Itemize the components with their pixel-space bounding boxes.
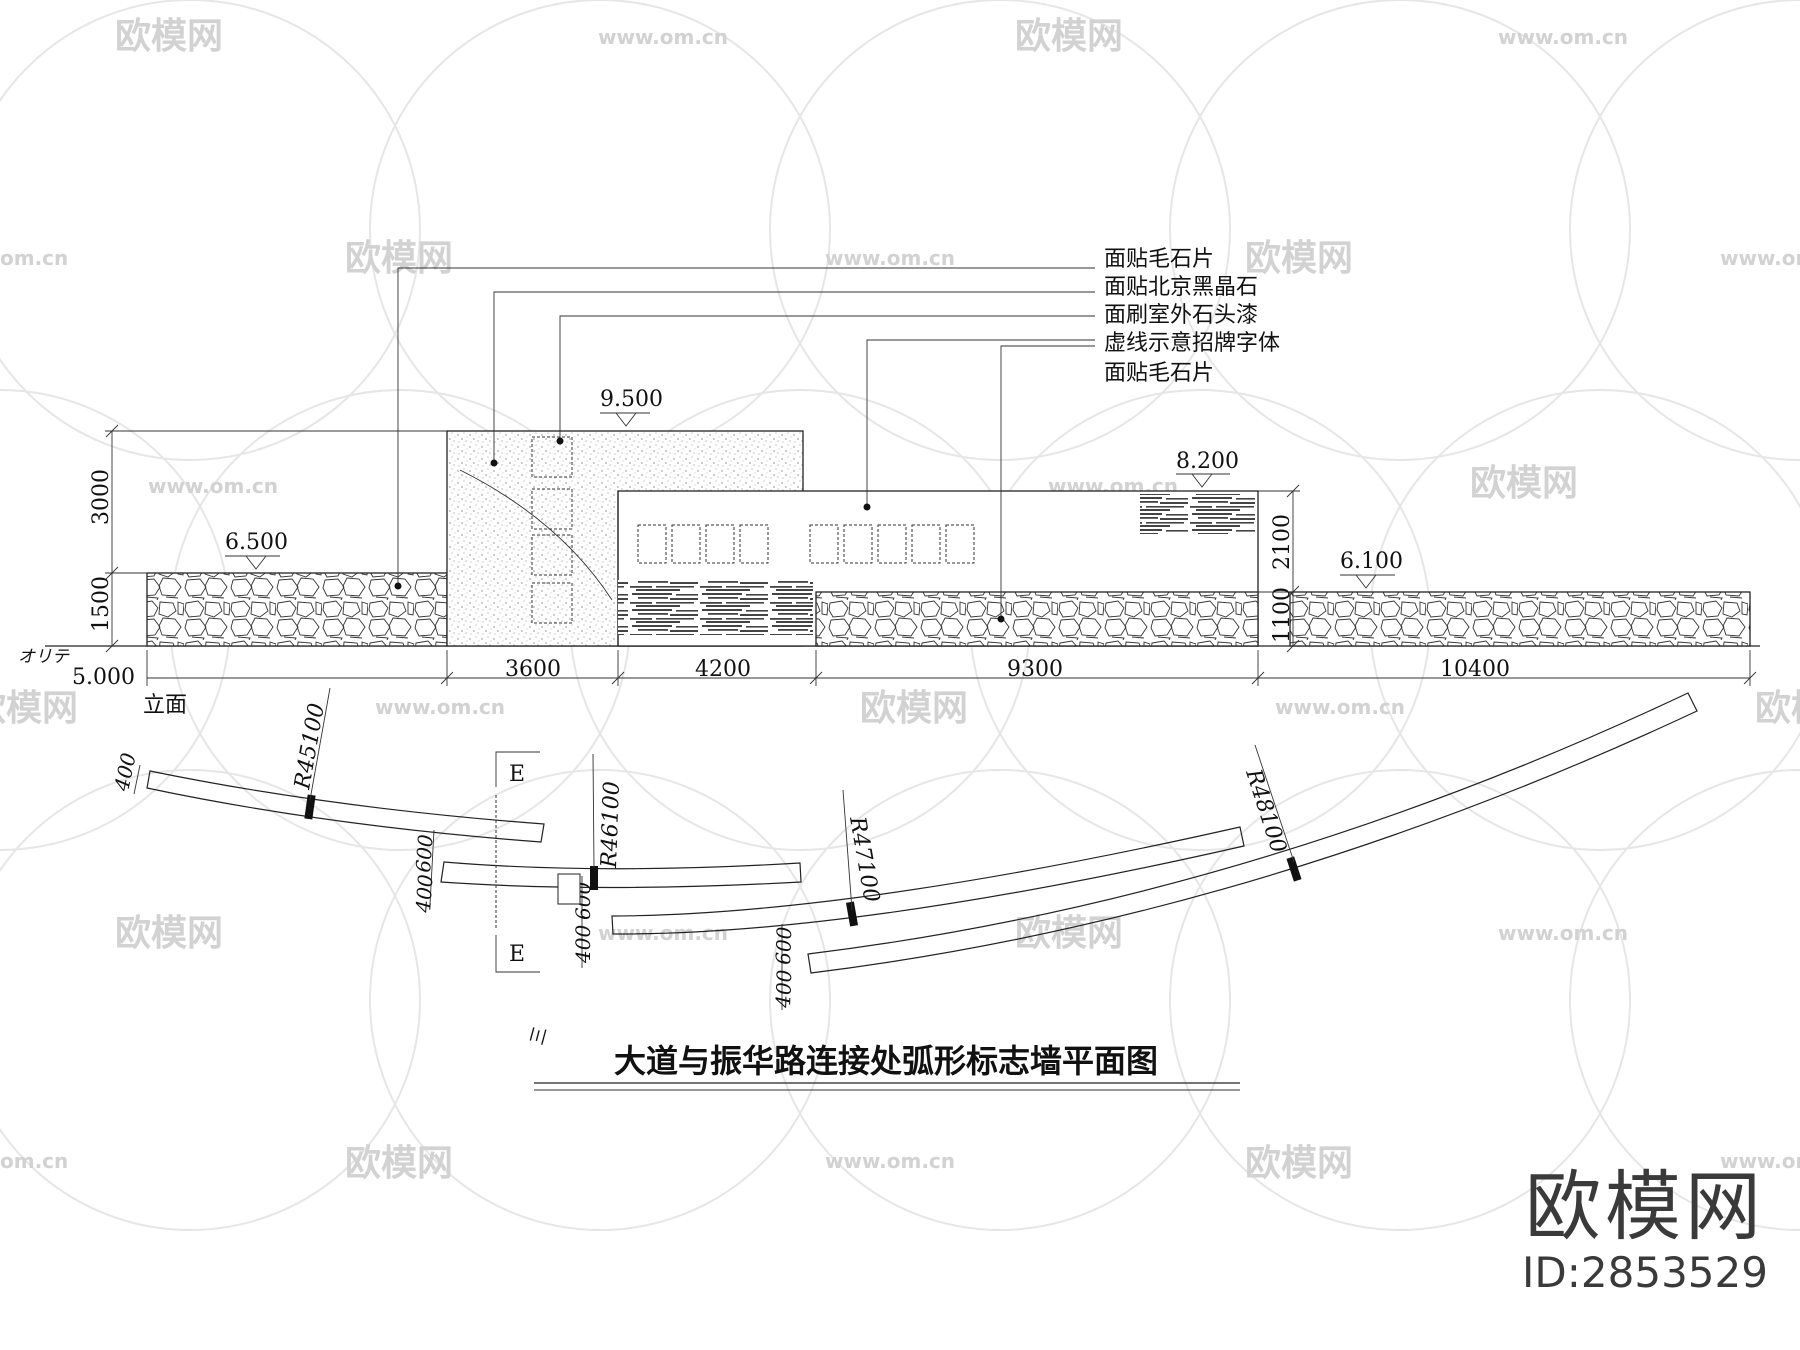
watermark-logo: 欧模网 <box>1245 238 1353 279</box>
watermark-site: om.cn <box>0 1149 68 1173</box>
watermark-site: www.om.cn <box>1720 1149 1800 1173</box>
watermark-logo: 欧模网 <box>345 238 453 279</box>
watermark-logo: 欧模网 <box>0 688 78 729</box>
arc-wall-segment <box>440 861 802 889</box>
level-mark: 6.100 <box>1340 549 1403 589</box>
material-note: 面贴北京黑晶石 <box>1104 275 1258 300</box>
slate-cladding <box>1140 494 1255 534</box>
level-mark: 6.500 <box>225 530 288 570</box>
section-mark: E <box>509 942 525 967</box>
watermark-site: om.cn <box>0 246 68 270</box>
material-note: 虚线示意招牌字体 <box>1104 331 1280 356</box>
left-stone-wall <box>146 572 448 647</box>
section-mark: E <box>509 762 525 787</box>
sign-glyph-box <box>531 488 573 530</box>
watermark-site: www.om.cn <box>1498 25 1628 49</box>
right-stone-wall <box>815 591 1259 647</box>
plan-title: 大道与振华路连接处弧形标志墙平面图 <box>614 1042 1158 1080</box>
vertical-dimension: 2100 <box>1270 514 1295 570</box>
elevation-label: 立面 <box>143 693 187 718</box>
vertical-dimension: 3000 <box>89 469 114 525</box>
far-right-stone-wall <box>1289 591 1751 647</box>
radius-label: R46100 <box>597 781 625 869</box>
watermark-logo: 欧模网 <box>1015 16 1123 57</box>
horizontal-dimension: 4200 <box>695 657 751 682</box>
watermark-logo: 欧模网 <box>860 688 968 729</box>
svg-text:6.500: 6.500 <box>225 530 288 555</box>
watermark-logo: 欧模网 <box>1245 1143 1353 1184</box>
stair-mark: 三 <box>527 1024 552 1047</box>
watermark-site: www.om.cn <box>825 246 955 270</box>
watermark-site: www.om.cn <box>598 25 728 49</box>
radius-label: R48100 <box>1240 765 1291 856</box>
watermark-site: www.om.cn <box>375 695 505 719</box>
svg-text:6.100: 6.100 <box>1340 549 1403 574</box>
level-mark: 9.500 <box>600 387 663 427</box>
watermark-site: www.om.cn <box>1275 695 1405 719</box>
material-note: 面刷室外石头漆 <box>1104 303 1258 328</box>
watermark-logo: 欧模网 <box>1470 463 1578 504</box>
brand-name: 欧模网 <box>1525 1162 1765 1251</box>
arc-wall-segment <box>146 770 545 843</box>
svg-text:9.500: 9.500 <box>600 387 663 412</box>
brand-id: ID:2853529 <box>1522 1248 1768 1297</box>
plan-dimension: 600 <box>771 926 796 965</box>
watermark-site: www.om.cn <box>1498 921 1628 945</box>
watermark-logo: 欧模网 <box>345 1143 453 1184</box>
brand-watermark: 欧模网 ID:2853529 <box>1515 1165 1775 1297</box>
vertical-dimension: 1100 <box>1270 587 1295 643</box>
plan-dimension: 400 <box>411 873 438 914</box>
watermark-logo: 欧模网 <box>1755 688 1800 729</box>
sign-glyph-box <box>531 436 573 478</box>
plan-dimension: 400 <box>109 750 141 794</box>
sign-glyph-box <box>531 534 573 576</box>
plan-dimension: 600 <box>411 833 438 873</box>
material-note: 面贴毛石片 <box>1104 247 1214 272</box>
sign-glyph-box <box>531 582 573 624</box>
watermark-site: www.om.cn <box>1720 246 1800 270</box>
slate-cladding <box>618 580 813 635</box>
vertical-dimension: 1500 <box>89 576 114 632</box>
elevation-drawing: オリテ <box>18 247 1760 718</box>
horizontal-dimension: 10400 <box>1440 657 1510 682</box>
plan-dimension: 400 <box>771 969 796 1009</box>
radius-label: R47100 <box>844 814 884 905</box>
ground-mark: オリテ <box>18 647 70 667</box>
arc-wall-segment <box>807 692 1698 974</box>
svg-text:8.200: 8.200 <box>1176 449 1239 474</box>
radius-label: R45100 <box>290 701 330 792</box>
ground-level: 5.000 <box>72 665 135 690</box>
watermark-logo: 欧模网 <box>115 16 223 57</box>
plan-drawing: R45100 R46100 R47100 R48100 E E 400 600 … <box>109 687 1698 1091</box>
sign-letters-row <box>637 524 975 564</box>
horizontal-dimension: 9300 <box>1007 657 1063 682</box>
watermark-logo: 欧模网 <box>115 913 223 954</box>
plan-dimension: 400 <box>571 925 595 964</box>
level-mark: 8.200 <box>1176 449 1239 488</box>
horizontal-dimension: 3600 <box>505 657 561 682</box>
material-note: 面贴毛石片 <box>1104 361 1214 386</box>
arc-wall-segment <box>611 826 1245 935</box>
watermark-site: www.om.cn <box>825 1149 955 1173</box>
watermark-site: www.om.cn <box>148 474 278 498</box>
